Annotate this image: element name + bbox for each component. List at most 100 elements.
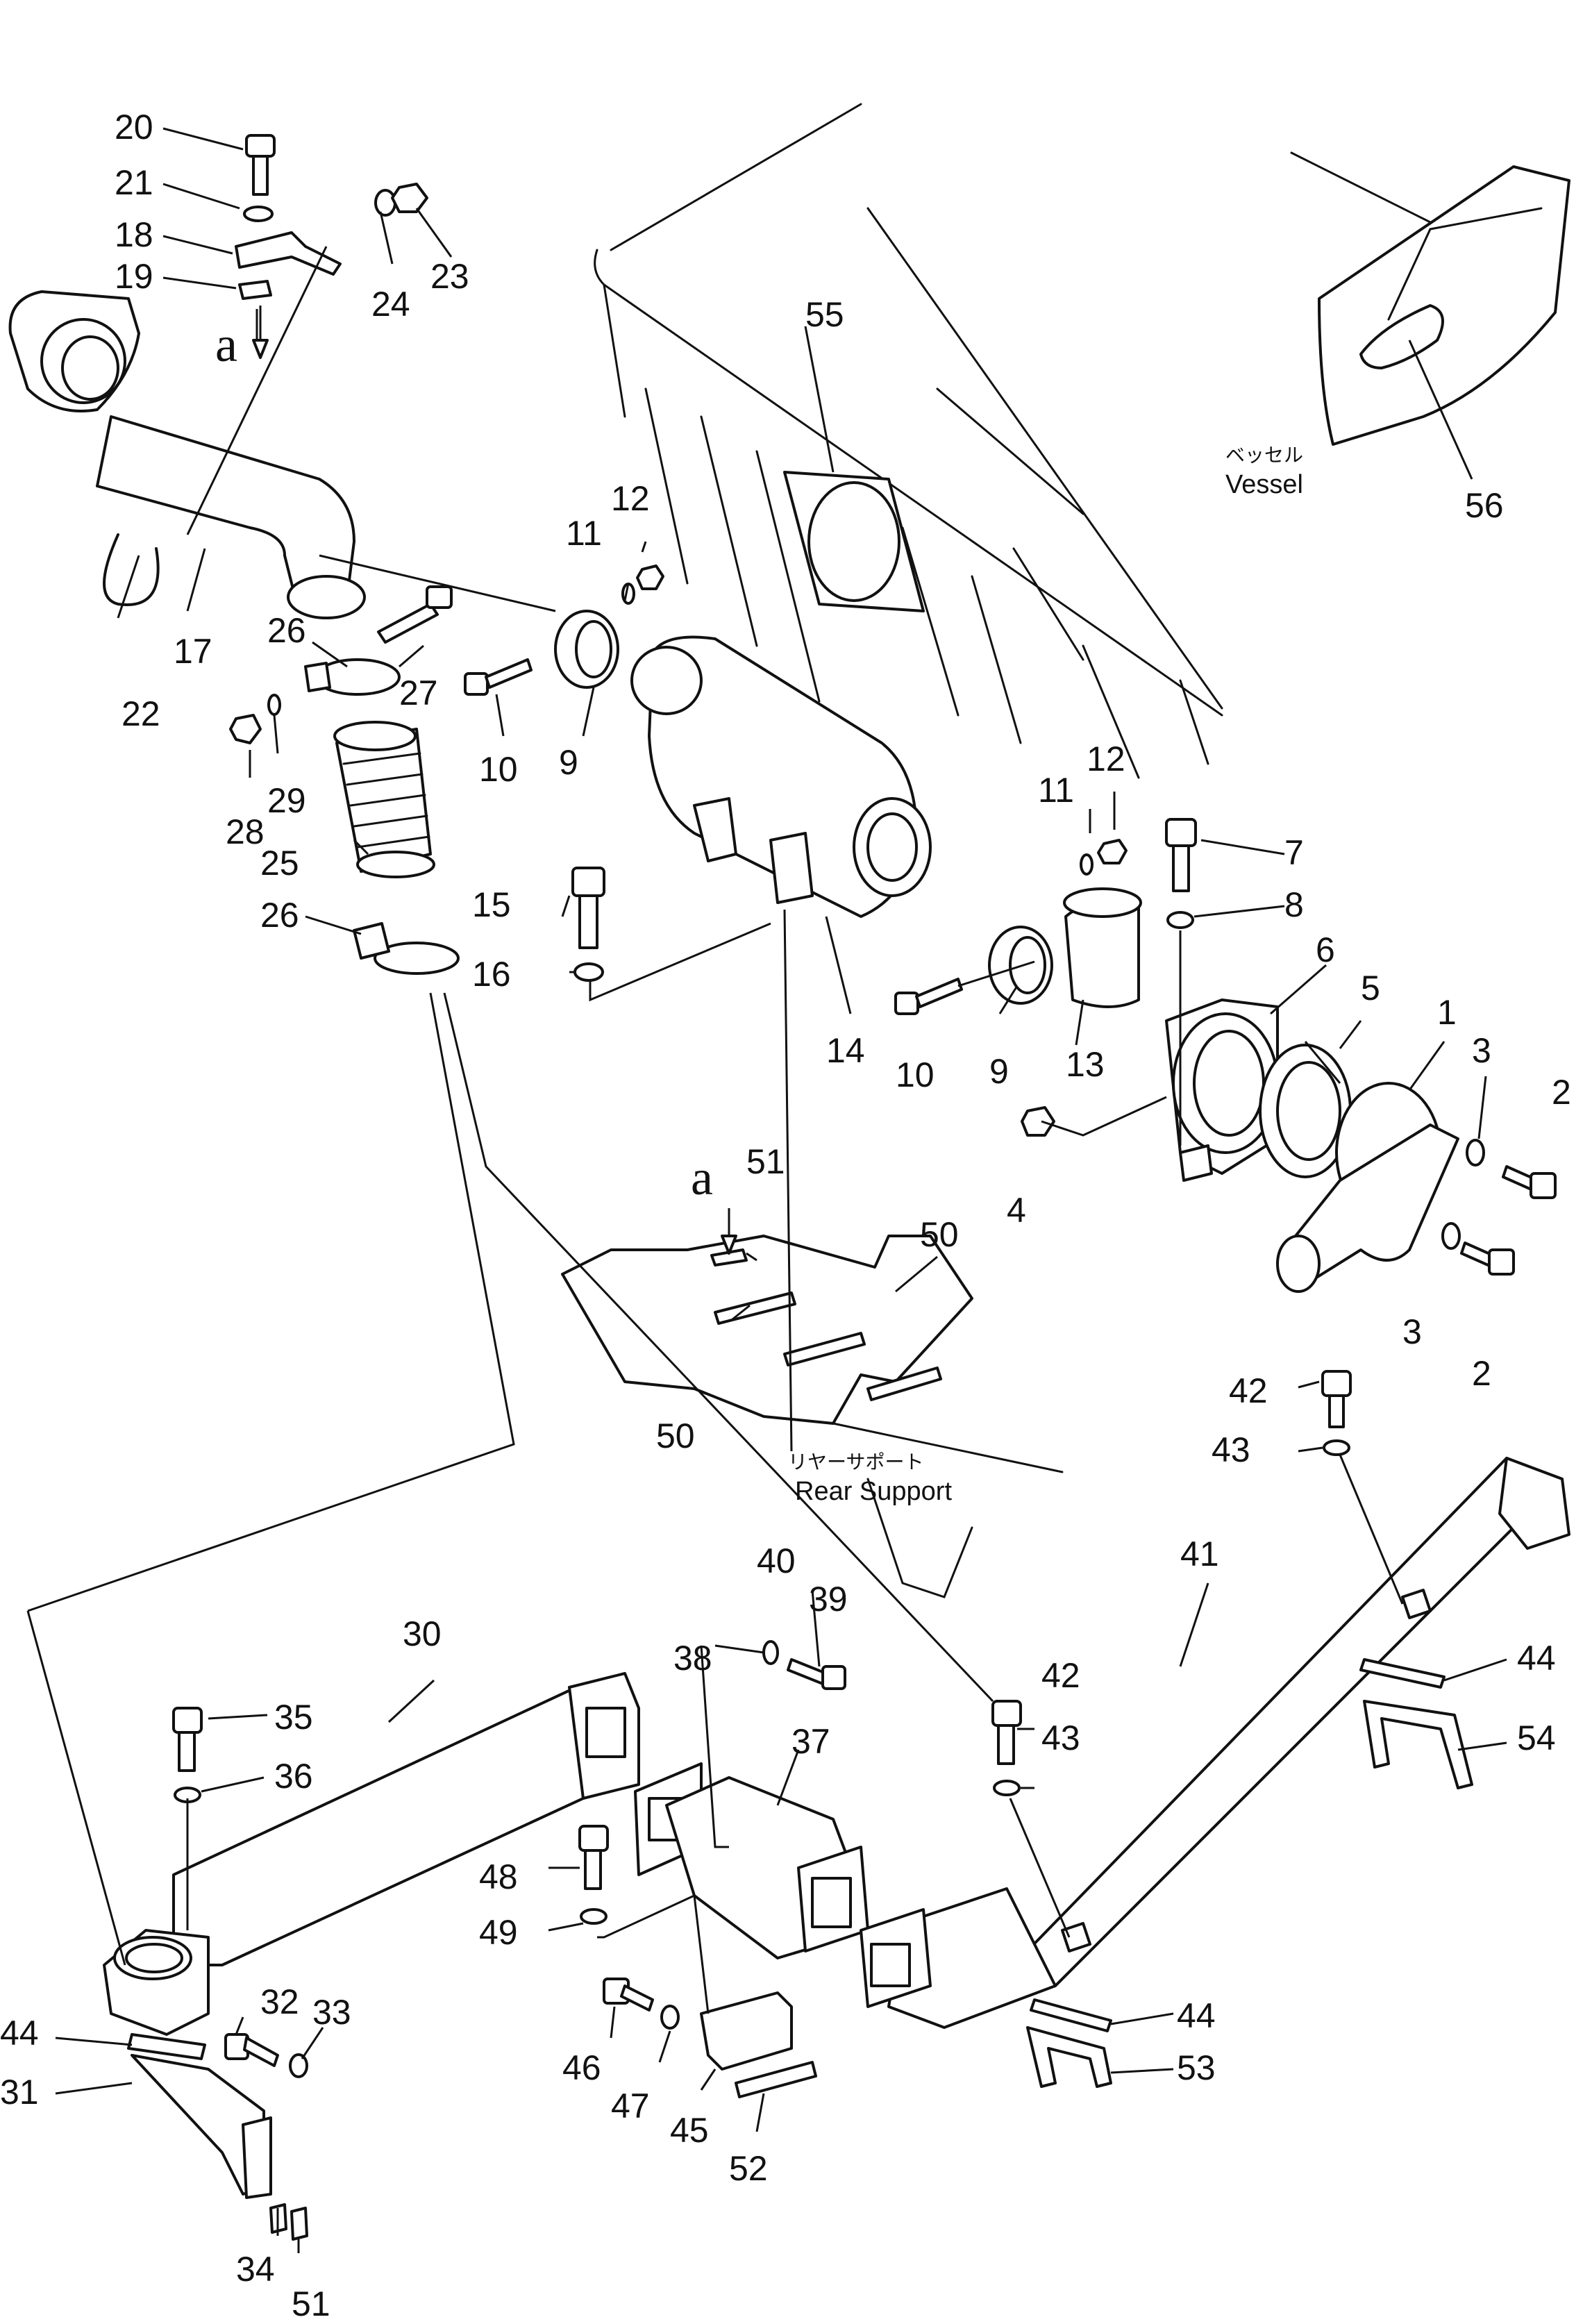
view-arrow-upper — [252, 306, 269, 359]
part-5-gasket — [1259, 1044, 1352, 1178]
part-3-washer-lower — [1441, 1222, 1461, 1250]
callout-36: 36 — [274, 1757, 313, 1796]
part-43-washer-upper — [1323, 1439, 1350, 1456]
view-label-upper: a — [215, 317, 237, 372]
part-39-bolt — [787, 1658, 846, 1690]
callout-1: 1 — [1437, 993, 1457, 1032]
callout-18: 18 — [115, 215, 153, 254]
part-13-sleeve — [1063, 887, 1142, 1008]
part-55-vessel-port — [783, 471, 925, 612]
part-48-bolt — [578, 1825, 609, 1890]
callout-53: 53 — [1177, 2048, 1216, 2087]
part-40-washer — [762, 1640, 779, 1665]
callout-9-upper: 9 — [559, 743, 578, 782]
callout-49: 49 — [479, 1913, 518, 1952]
callout-46: 46 — [562, 2048, 601, 2087]
callout-13: 13 — [1066, 1045, 1105, 1084]
part-30-duct — [103, 1672, 640, 2036]
callout-35: 35 — [274, 1698, 313, 1737]
callout-45: 45 — [670, 2111, 709, 2150]
callout-39: 39 — [809, 1580, 848, 1619]
part-18-bracket — [235, 231, 342, 276]
part-23-nut — [391, 183, 428, 213]
callout-11-lower: 11 — [1038, 771, 1074, 810]
part-12-nut-lower — [1097, 839, 1128, 864]
callout-32: 32 — [260, 1982, 299, 2021]
callout-3-upper: 3 — [1472, 1031, 1491, 1070]
part-41-duct — [860, 1457, 1570, 2029]
callout-24: 24 — [371, 285, 410, 324]
part-50-strip-1 — [714, 1291, 796, 1325]
part-22-u-bolt — [103, 533, 160, 606]
part-25-flex-hose — [333, 721, 435, 878]
part-14-muffler — [630, 635, 932, 918]
callout-33: 33 — [312, 1993, 351, 2032]
callout-19: 19 — [115, 257, 153, 296]
part-16-washer — [573, 962, 604, 982]
callout-44-lower-right: 44 — [1177, 1996, 1216, 2035]
callout-11-upper: 11 — [566, 514, 602, 553]
callout-31: 31 — [0, 2073, 39, 2112]
callout-3-lower: 3 — [1402, 1312, 1422, 1351]
callout-10-upper: 10 — [479, 750, 518, 789]
callout-4: 4 — [1007, 1191, 1026, 1230]
part-24-washer — [374, 189, 396, 217]
part-54-bracket — [1363, 1700, 1473, 1789]
part-44-plate-lower-left — [127, 2033, 206, 2060]
callout-44-upper-right: 44 — [1517, 1639, 1556, 1678]
part-2-bolt-upper — [1502, 1165, 1557, 1199]
callout-47: 47 — [611, 2087, 650, 2125]
callout-6: 6 — [1316, 930, 1335, 969]
callout-12-lower: 12 — [1087, 739, 1125, 778]
vessel-label-en: Vessel — [1225, 470, 1303, 499]
vessel-label-jp: ベッセル — [1225, 444, 1303, 467]
part-31-bracket — [131, 2054, 272, 2199]
part-7-bolt — [1165, 818, 1197, 892]
part-9-clamp-upper — [554, 610, 619, 689]
part-33-washer — [289, 2053, 308, 2078]
rear-support-label-en: Rear Support — [795, 1477, 952, 1506]
callout-26-upper: 26 — [267, 611, 306, 650]
part-50-strip-2 — [783, 1332, 866, 1366]
callout-40: 40 — [757, 1541, 796, 1580]
callout-21: 21 — [115, 163, 153, 202]
part-44-plate-lower-right — [1030, 1998, 1112, 2032]
callout-20: 20 — [115, 108, 153, 147]
callout-7: 7 — [1284, 833, 1304, 872]
rear-support-label-jp: リヤーサポート — [788, 1451, 923, 1473]
callout-42-upper: 42 — [1229, 1371, 1268, 1410]
callout-29: 29 — [267, 781, 306, 820]
part-47-washer — [660, 2005, 680, 2030]
part-35-bolt — [172, 1707, 203, 1772]
rear-support-plate — [561, 1235, 1064, 1598]
callout-27: 27 — [399, 674, 438, 712]
vessel-body — [594, 103, 1223, 779]
callout-14: 14 — [826, 1031, 865, 1070]
part-10-bolt-upper — [464, 658, 533, 696]
callout-22: 22 — [122, 694, 160, 733]
part-27-bolt — [377, 585, 453, 644]
callout-12-upper: 12 — [611, 479, 650, 518]
view-arrow-lower — [721, 1208, 737, 1255]
part-10-bolt-lower — [894, 978, 963, 1015]
callout-51-upper: 51 — [746, 1142, 785, 1181]
callout-43-lower: 43 — [1041, 1719, 1080, 1757]
part-6-flange — [1165, 998, 1279, 1182]
part-46-bolt — [603, 1978, 654, 2012]
callout-2-lower: 2 — [1472, 1354, 1491, 1393]
callout-30: 30 — [403, 1614, 442, 1653]
view-label-lower: a — [691, 1150, 713, 1205]
part-12-nut-upper — [636, 565, 664, 590]
part-28-nut — [229, 714, 262, 744]
part-50-strip-3 — [866, 1366, 942, 1401]
part-51-plate-upper — [710, 1248, 748, 1267]
part-2-bolt-lower — [1460, 1242, 1515, 1276]
part-20-bolt — [245, 134, 276, 196]
part-49-washer — [580, 1908, 608, 1925]
part-19-plate — [238, 280, 272, 300]
part-45-bracket — [700, 1991, 793, 2071]
callout-2-upper: 2 — [1552, 1073, 1571, 1112]
part-51-clip — [290, 2207, 308, 2241]
vessel-side-plate — [1290, 151, 1570, 446]
part-15-bolt — [571, 867, 605, 949]
